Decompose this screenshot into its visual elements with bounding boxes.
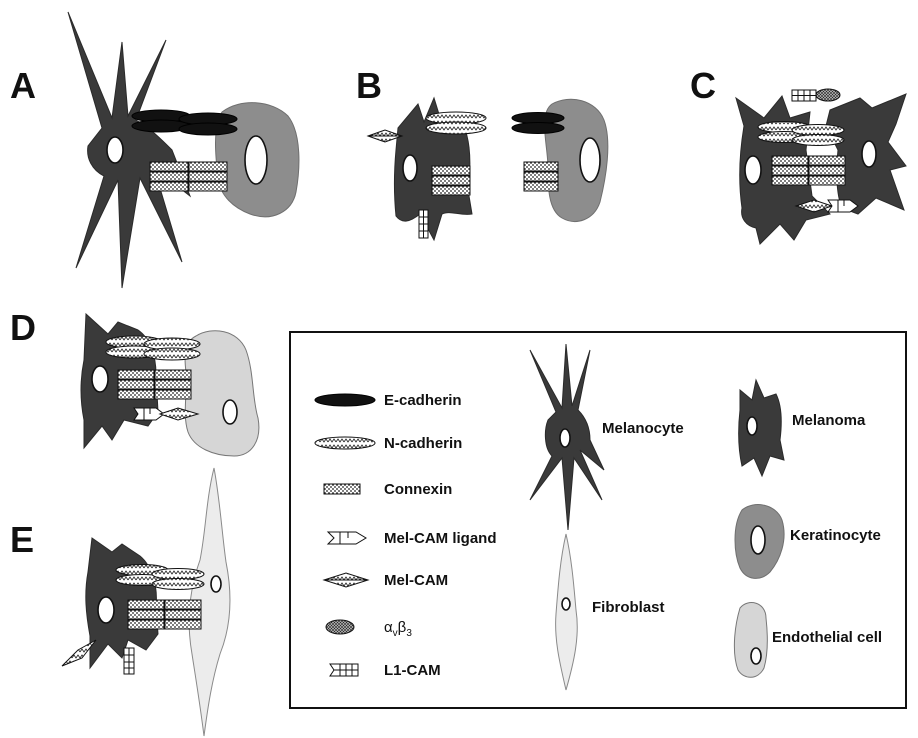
e-cadherin-icon (315, 394, 375, 406)
nucleus (107, 137, 123, 163)
connexin (150, 182, 188, 191)
panel-c: C (690, 65, 906, 244)
connexin (189, 172, 227, 181)
n-cadherin (152, 569, 204, 580)
connexin (189, 162, 227, 171)
n-cadherin (792, 135, 844, 146)
connexin (165, 600, 201, 609)
legend-label: N-cadherin (384, 435, 462, 452)
panel-label-b: B (356, 65, 382, 106)
legend-item-mel-cam-ligand: Mel-CAM ligand (328, 530, 497, 547)
legend-label: Fibroblast (592, 599, 665, 616)
connexin (128, 620, 164, 629)
connexin-icon (324, 484, 360, 494)
connexin (772, 166, 808, 175)
connexin (432, 166, 470, 175)
melanocyte-cell (68, 12, 190, 288)
nucleus (403, 155, 417, 181)
connexin (165, 610, 201, 619)
connexin (150, 162, 188, 171)
legend-label: Endothelial cell (772, 629, 882, 646)
panel-label-c: C (690, 65, 716, 106)
connexin (524, 172, 558, 181)
n-cadherin (152, 579, 204, 590)
e-cadherin (512, 113, 564, 124)
nucleus (245, 136, 267, 184)
n-cadherin (792, 125, 844, 136)
nucleus (92, 366, 108, 392)
e-cadherin (179, 123, 237, 135)
beta-subscript: 3 (406, 628, 412, 639)
legend-label: Mel-CAM (384, 572, 448, 589)
legend-frame (290, 332, 906, 708)
l1-cam (124, 648, 134, 674)
e-cadherin (512, 123, 564, 134)
nucleus (211, 576, 221, 592)
panel-label-d: D (10, 307, 36, 348)
nucleus (747, 417, 757, 435)
legend-label: Keratinocyte (790, 527, 881, 544)
connexin (155, 380, 191, 389)
nucleus (862, 141, 876, 167)
legend-label: Connexin (384, 481, 452, 498)
nucleus (580, 138, 600, 182)
connexin (524, 162, 558, 171)
nucleus (745, 156, 761, 184)
endothelial-cell (185, 331, 259, 456)
connexin (772, 176, 808, 185)
connexin (118, 370, 154, 379)
legend-label: E-cadherin (384, 392, 462, 409)
l1-cam-icon (330, 664, 358, 676)
legend: E-cadherin N-cadherin Connexin Mel-CAM l… (290, 332, 906, 708)
nucleus (562, 598, 570, 610)
n-cadherin (426, 122, 486, 134)
nucleus (98, 597, 114, 623)
panel-d: D (10, 307, 259, 456)
legend-item-mel-cam: Mel-CAM (324, 572, 448, 589)
integrin-avb3-icon (326, 620, 354, 634)
nucleus (560, 429, 570, 447)
connexin (128, 600, 164, 609)
connexin (150, 172, 188, 181)
connexin (432, 176, 470, 185)
legend-label: Melanocyte (602, 420, 684, 437)
beta-symbol: β (398, 619, 407, 636)
connexin (809, 176, 845, 185)
connexin (524, 182, 558, 191)
nucleus (223, 400, 237, 424)
panel-b: B (356, 65, 608, 240)
connexin (155, 370, 191, 379)
panel-label-e: E (10, 519, 34, 560)
n-cadherin-icon (315, 437, 375, 449)
legend-label: Mel-CAM ligand (384, 530, 497, 547)
legend-label: Melanoma (792, 412, 866, 429)
panel-a: A (10, 12, 299, 288)
l1-cam (419, 210, 428, 238)
legend-label: L1-CAM (384, 662, 441, 679)
connexin (189, 182, 227, 191)
alpha-symbol: α (384, 619, 393, 636)
l1-cam (792, 90, 816, 101)
connexin (809, 166, 845, 175)
legend-item-l1-cam: L1-CAM (330, 662, 441, 679)
integrin-avb3 (816, 89, 840, 101)
panel-e: E (10, 468, 230, 736)
nucleus (751, 526, 765, 554)
connexin (118, 390, 154, 399)
connexin (128, 610, 164, 619)
panel-label-a: A (10, 65, 36, 106)
connexin (155, 390, 191, 399)
n-cadherin (144, 348, 200, 360)
endothelial-icon (734, 603, 767, 678)
connexin (165, 620, 201, 629)
connexin (772, 156, 808, 165)
nucleus (751, 648, 761, 664)
connexin (118, 380, 154, 389)
connexin (809, 156, 845, 165)
connexin (432, 186, 470, 195)
